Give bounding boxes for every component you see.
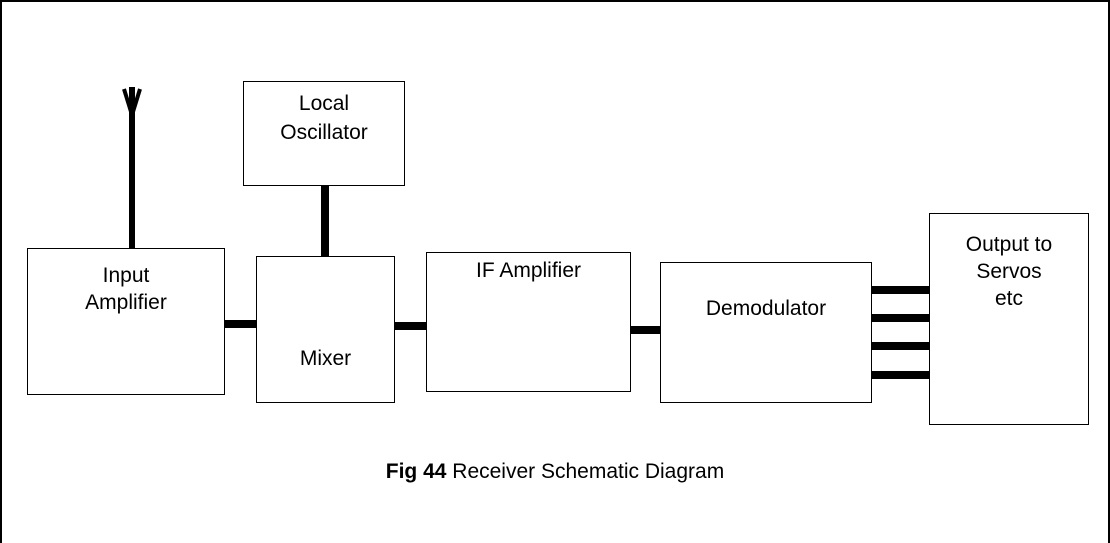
input-amplifier-block: Input Amplifier [27, 248, 225, 395]
figure-caption-text: Receiver Schematic Diagram [446, 460, 725, 483]
antenna-icon [122, 87, 142, 248]
demodulator-to-output-wire-3 [870, 342, 930, 350]
if-amplifier-label: IF Amplifier [475, 259, 582, 282]
local-oscillator-label-line-1: Local [298, 92, 350, 115]
demodulator-label: Demodulator [705, 297, 827, 320]
demodulator-to-output-wire-4 [870, 371, 930, 379]
mixer-label: Mixer [299, 347, 352, 370]
input-amplifier-label-line-1: Input [102, 264, 150, 287]
demodulator-block: Demodulator [660, 262, 872, 403]
input-amplifier-label-line-2: Amplifier [85, 291, 167, 314]
demodulator-to-output-wire-2 [870, 314, 930, 322]
local-oscillator-block: Local Oscillator [243, 81, 405, 186]
figure-number: Fig 44 [385, 460, 447, 483]
local-oscillator-label-line-2: Oscillator [280, 121, 368, 144]
mixer-block: Mixer [256, 256, 395, 403]
oscillator-to-mixer-wire [321, 185, 329, 257]
input-to-mixer-wire [222, 320, 258, 328]
output-label-line-2: Servos [976, 260, 1042, 283]
if-to-demodulator-wire [629, 326, 661, 334]
demodulator-to-output-wire-1 [870, 286, 930, 294]
output-label-line-3: etc [994, 287, 1023, 310]
output-label-line-1: Output to [965, 233, 1053, 256]
if-amplifier-block: IF Amplifier [426, 252, 631, 392]
output-block: Output to Servos etc [929, 213, 1089, 425]
figure-caption: Fig 44 Receiver Schematic Diagram [0, 460, 1110, 484]
mixer-to-if-wire [393, 322, 427, 330]
